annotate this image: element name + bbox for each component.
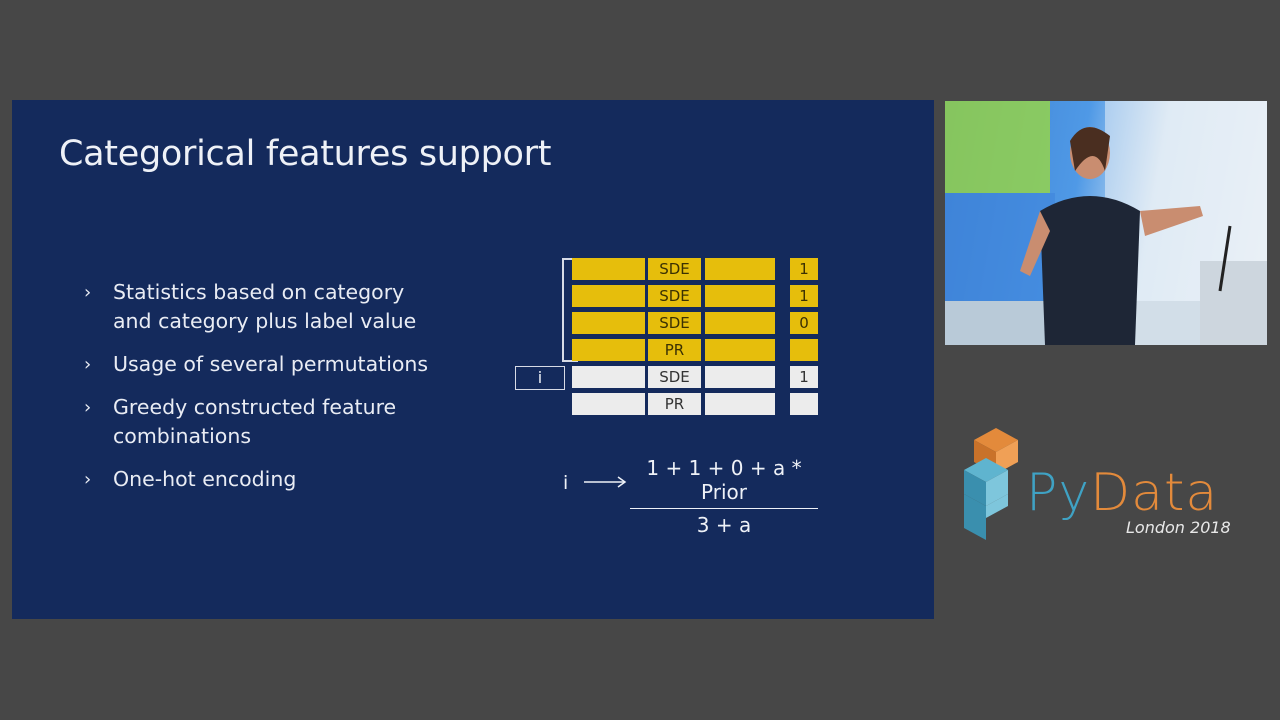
table-cell-label (790, 393, 818, 415)
index-box: i (515, 366, 565, 390)
bullet-item: › Statistics based on category and categ… (84, 278, 444, 336)
table-cell-right (705, 393, 775, 415)
table-cell-left (572, 393, 645, 415)
table-cell-label: 1 (790, 258, 818, 280)
table-cell-left (572, 339, 645, 361)
formula-numerator: 1 + 1 + 0 + a * Prior (630, 456, 818, 509)
formula-fraction: 1 + 1 + 0 + a * Prior 3 + a (630, 456, 818, 537)
table-cell-label: 1 (790, 285, 818, 307)
chevron-right-icon: › (84, 397, 92, 418)
chevron-right-icon: › (84, 282, 92, 303)
table-cell-category: SDE (648, 285, 701, 307)
chevron-right-icon: › (84, 354, 92, 375)
chevron-right-icon: › (84, 469, 92, 490)
formula-denominator: 3 + a (696, 513, 752, 537)
table-cell-right (705, 285, 775, 307)
bullet-text: Statistics based on category and categor… (113, 280, 417, 333)
bullet-text: Greedy constructed feature combinations (113, 395, 397, 448)
table-cell-category: SDE (648, 258, 701, 280)
bullet-text: Usage of several permutations (113, 352, 429, 376)
table-cell-right (705, 366, 775, 388)
table-cell-left (572, 312, 645, 334)
table-cell-category: PR (648, 393, 701, 415)
slide-title: Categorical features support (59, 134, 552, 174)
table-cell-category: SDE (648, 312, 701, 334)
speaker-camera-view (945, 101, 1267, 345)
history-bracket (562, 258, 578, 362)
table-cell-category: SDE (648, 366, 701, 388)
table-cell-right (705, 258, 775, 280)
pydata-wordmark-py: Py (1026, 463, 1091, 523)
table-cell-label (790, 339, 818, 361)
table-cell-left (572, 366, 645, 388)
bullet-item: › Greedy constructed feature combination… (84, 393, 444, 451)
speaker-video-frame (945, 101, 1267, 345)
formula-lhs: i (563, 472, 569, 494)
table-cell-category: PR (648, 339, 701, 361)
pydata-logo-icon (964, 428, 1018, 540)
bullet-item: › Usage of several permutations (84, 350, 444, 379)
table-cell-label: 1 (790, 366, 818, 388)
bullet-text: One-hot encoding (113, 467, 297, 491)
table-cell-label: 0 (790, 312, 818, 334)
table-cell-right (705, 339, 775, 361)
table-cell-left (572, 285, 645, 307)
table-cell-left (572, 258, 645, 280)
table-cell-right (705, 312, 775, 334)
presentation-slide: Categorical features support › Statistic… (12, 100, 934, 619)
pydata-wordmark: PyData (1026, 467, 1218, 519)
arrow-right-icon (584, 476, 627, 488)
pydata-wordmark-data: Data (1090, 463, 1219, 523)
event-subtitle: London 2018 (1126, 518, 1231, 537)
bullet-item: › One-hot encoding (84, 465, 444, 494)
bullet-list: › Statistics based on category and categ… (84, 278, 444, 508)
